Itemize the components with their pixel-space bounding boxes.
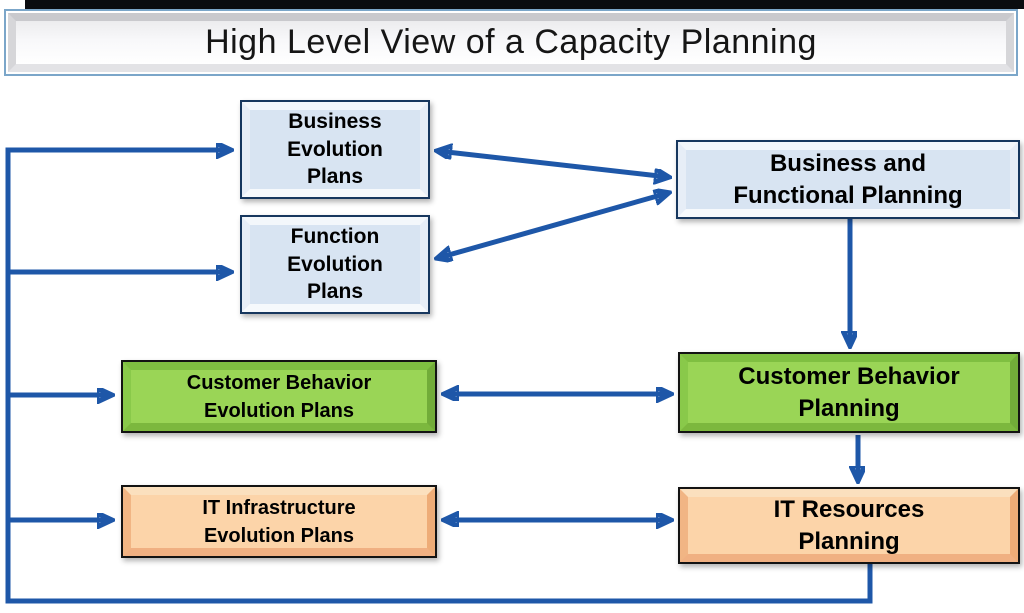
- box-label: Customer Behavior Planning: [738, 363, 960, 422]
- box-function-evolution-plans: Function Evolution Plans: [240, 215, 430, 314]
- box-label: Business Evolution Plans: [287, 109, 383, 189]
- box-customer-behavior-evolution-plans: Customer Behavior Evolution Plans: [121, 360, 437, 433]
- box-business-and-functional-planning: Business and Functional Planning: [676, 140, 1020, 219]
- box-label: Customer Behavior Evolution Plans: [186, 371, 372, 422]
- box-label: IT Infrastructure Evolution Plans: [202, 496, 356, 547]
- box-it-resources-planning: IT Resources Planning: [678, 487, 1020, 564]
- box-customer-behavior-planning: Customer Behavior Planning: [678, 352, 1020, 433]
- box-label: IT Resources Planning: [773, 496, 925, 555]
- connector-business-evolution-to-bf-planning: [438, 151, 668, 177]
- connector-function-evolution-to-bf-planning: [438, 193, 668, 258]
- title-bar: High Level View of a Capacity Planning: [4, 9, 1018, 76]
- top-edge-strip: [25, 0, 1024, 9]
- box-it-infrastructure-evolution-plans: IT Infrastructure Evolution Plans: [121, 485, 437, 558]
- box-business-evolution-plans: Business Evolution Plans: [240, 100, 430, 199]
- page-title: High Level View of a Capacity Planning: [205, 23, 817, 61]
- title-bevel: High Level View of a Capacity Planning: [8, 13, 1014, 72]
- box-label: Business and Functional Planning: [733, 150, 963, 209]
- box-label: Function Evolution Plans: [287, 224, 383, 304]
